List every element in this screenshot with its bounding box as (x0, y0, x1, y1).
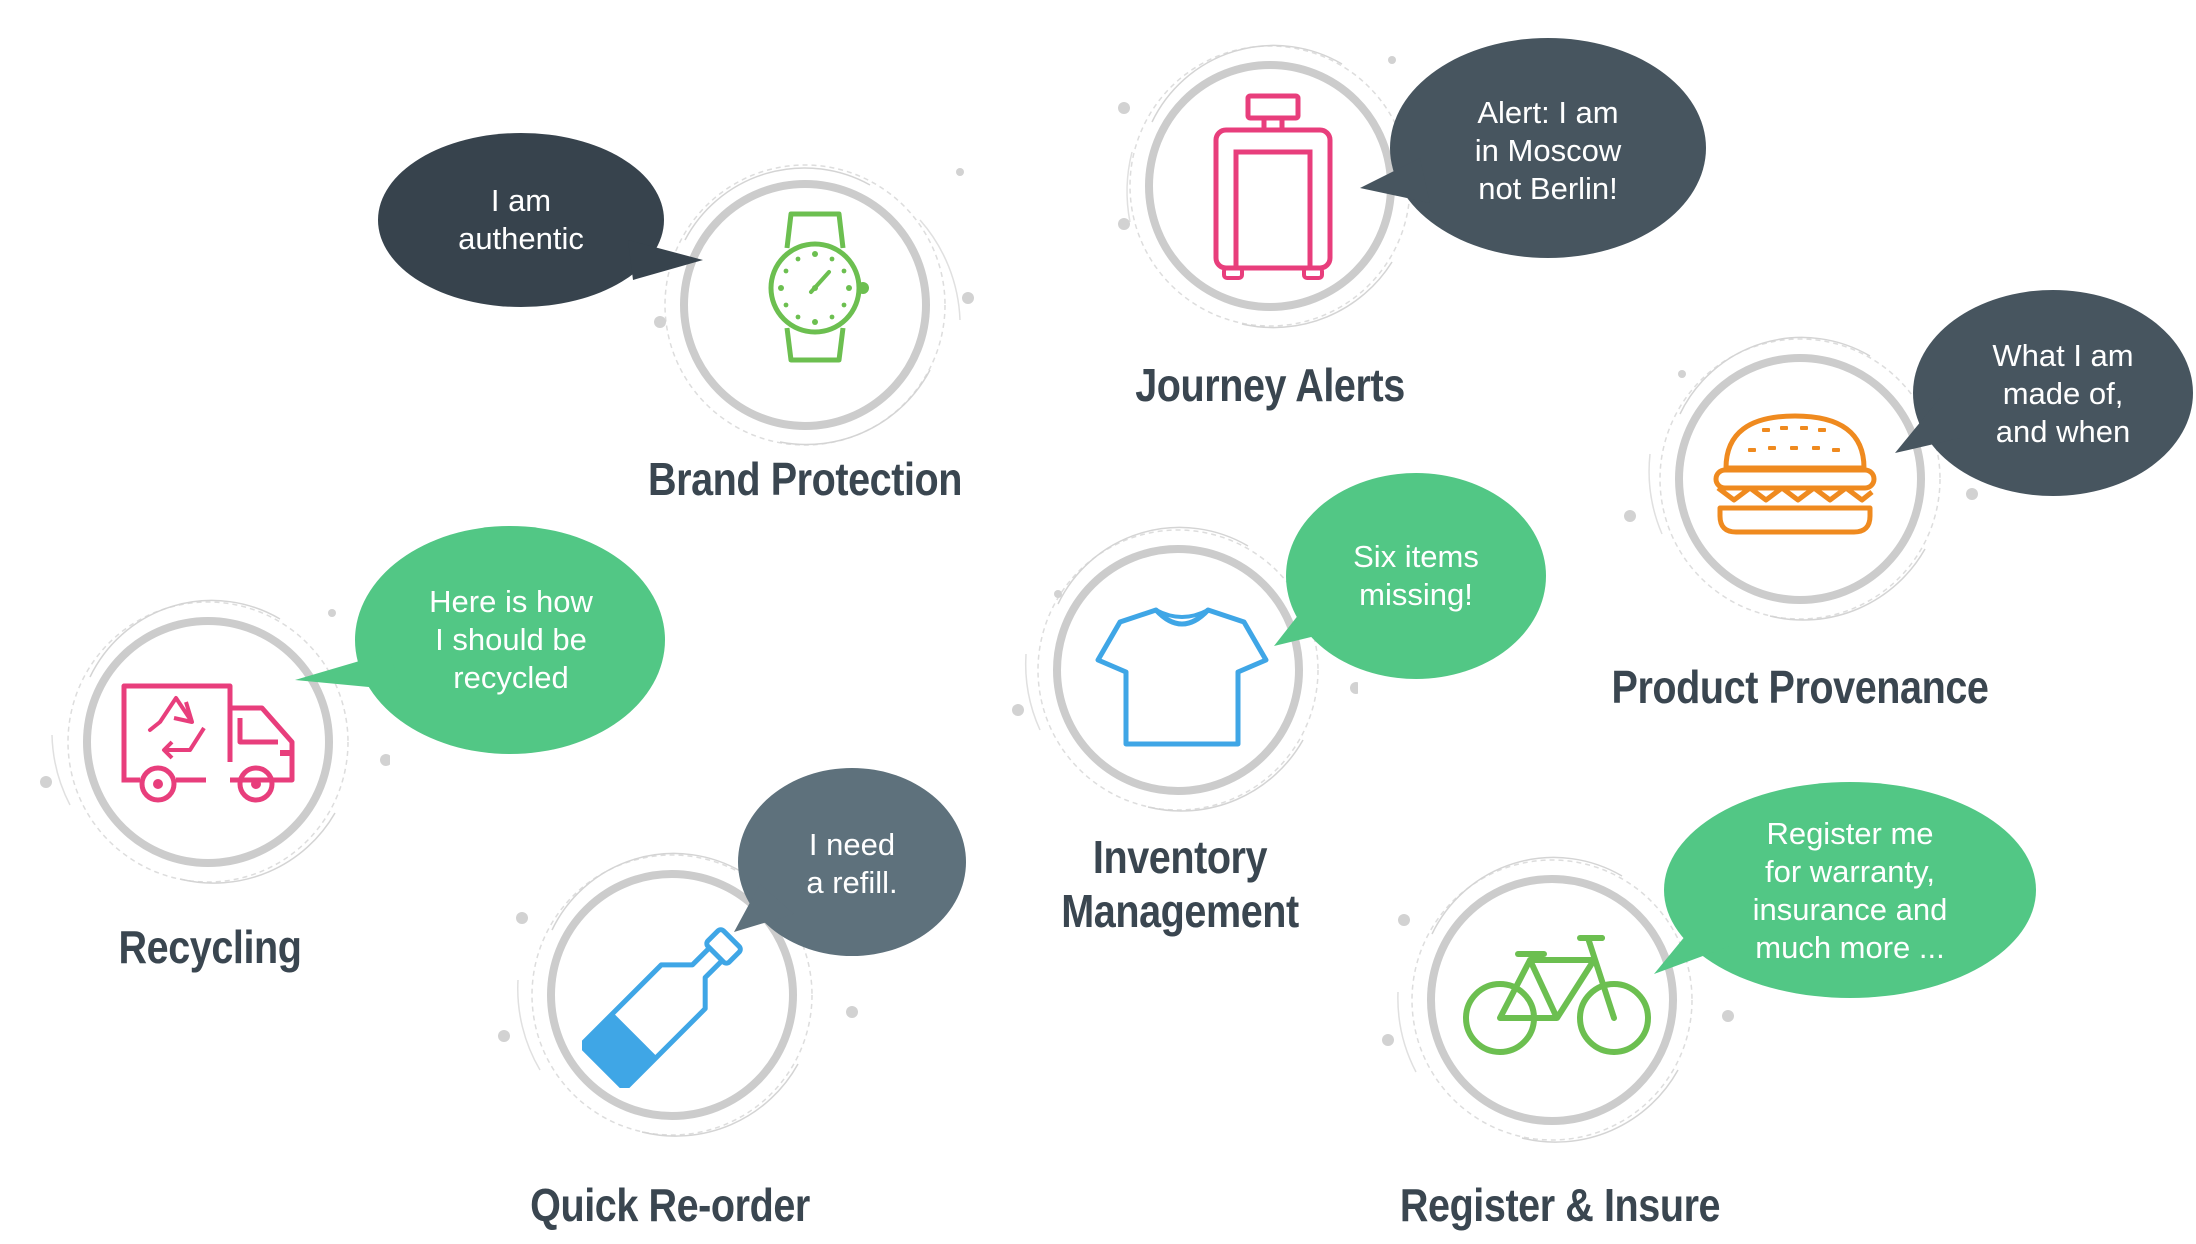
speech-text-journey-alerts: Alert: I am in Moscow not Berlin! (1474, 94, 1622, 206)
speech-text-inventory-management: Six items missing! (1353, 539, 1479, 612)
ring-decoration (40, 599, 390, 884)
speech-bubble-quick-reorder (734, 768, 966, 956)
speech-bubble-brand-protection (378, 133, 703, 307)
recycling-truck-icon (121, 683, 295, 803)
ring-decoration (1624, 336, 1978, 621)
bottle-icon (582, 927, 743, 1088)
speech-text-register-insure: Register me for warranty, insurance and … (1752, 816, 1948, 965)
bicycle-icon (1463, 935, 1651, 1055)
ring-decoration (1382, 856, 1734, 1143)
speech-bubble-inventory-management (1274, 473, 1546, 679)
speech-bubble-product-provenance (1895, 290, 2193, 496)
speech-text-recycling: Here is how I should be recycled (429, 584, 593, 695)
ring-decoration (498, 852, 858, 1137)
speech-text-product-provenance: What I am made of, and when (1992, 338, 2134, 449)
speech-bubble-register-insure (1654, 782, 2036, 998)
watch-icon (768, 211, 869, 363)
title-product-provenance: Product Provenance (1611, 661, 1989, 713)
title-quick-reorder: Quick Re-order (530, 1179, 810, 1231)
speech-bubble-journey-alerts (1360, 38, 1706, 258)
speech-bubble-recycling (295, 526, 665, 754)
speech-text-quick-reorder: I need a refill. (806, 827, 898, 900)
title-register-insure: Register & Insure (1399, 1179, 1721, 1231)
burger-icon (1713, 413, 1877, 535)
title-journey-alerts: Journey Alerts (1135, 359, 1405, 411)
speech-text-brand-protection: I am authentic (458, 183, 584, 256)
ring-decoration (1012, 526, 1358, 812)
title-recycling: Recycling (118, 921, 302, 973)
title-brand-protection: Brand Protection (647, 453, 963, 505)
tshirt-icon (1095, 607, 1269, 747)
suitcase-icon (1213, 93, 1333, 280)
ring-decoration (654, 164, 974, 446)
title-inventory-management: Inventory Management (1061, 831, 1299, 937)
